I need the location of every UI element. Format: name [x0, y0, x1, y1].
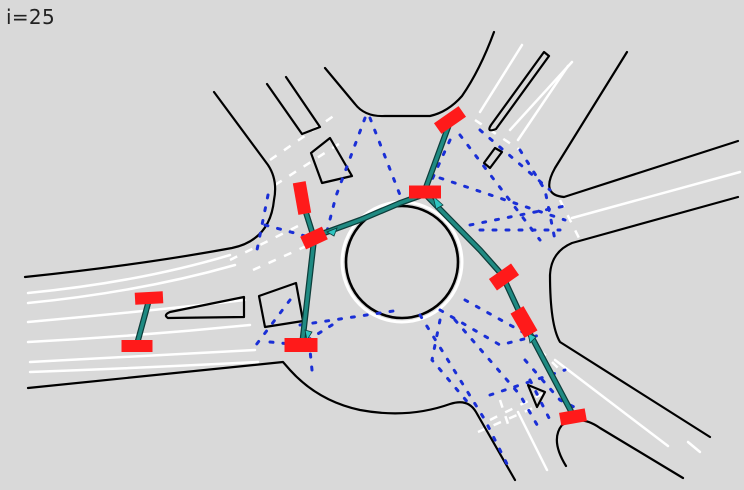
lane-markings [26, 43, 742, 472]
vehicles [121, 106, 587, 426]
vehicle [292, 181, 312, 215]
vehicle [121, 340, 153, 352]
trajectory-arrowheads [304, 194, 537, 344]
vehicle [134, 291, 164, 305]
road-edges [23, 30, 740, 482]
candidate-paths [254, 116, 582, 472]
vehicle [488, 263, 520, 291]
vehicle [300, 226, 328, 250]
vehicle [510, 306, 538, 338]
frame-index-label: i=25 [6, 5, 55, 29]
vehicle [284, 338, 318, 352]
vehicle [409, 185, 441, 199]
vehicle [559, 408, 587, 426]
vehicle [433, 106, 467, 134]
